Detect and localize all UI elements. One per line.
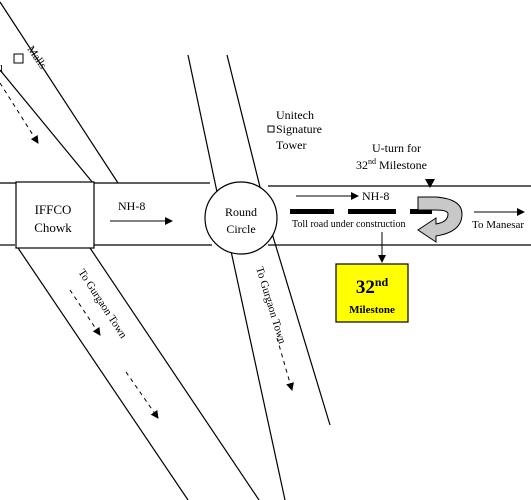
iffco-label-line2: Chowk bbox=[34, 220, 72, 235]
milestone-number: 32nd bbox=[356, 275, 389, 298]
gurgaon-town-label-left: To Gurgaon Town bbox=[75, 267, 129, 341]
toll-road-label: Toll road under construction bbox=[292, 219, 405, 230]
toll-road-segments bbox=[290, 209, 432, 214]
uturn-label-line2: 32nd Milestone bbox=[356, 157, 427, 172]
unitech-label-line2: Signature bbox=[276, 122, 322, 136]
direction-arrow-gurgaon-mid bbox=[276, 337, 294, 391]
unitech-label-line3: Tower bbox=[276, 138, 306, 152]
direction-arrow-upper-left bbox=[0, 82, 39, 144]
nh8-label-right: NH-8 bbox=[362, 189, 389, 203]
round-circle-label-line1: Round bbox=[225, 205, 257, 219]
uturn-pointer-icon bbox=[425, 179, 435, 188]
cut-off-label-fragment: l bbox=[0, 63, 3, 75]
direction-arrow-gurgaon-left-lower bbox=[125, 371, 159, 419]
malls-label: Malls bbox=[25, 44, 49, 71]
milestone-box bbox=[335, 263, 409, 323]
round-circle-diagonal-road bbox=[187, 54, 331, 500]
malls-marker-icon bbox=[13, 53, 24, 64]
milestone-word: Milestone bbox=[349, 304, 395, 316]
iffco-diagonal-road bbox=[0, 1, 260, 500]
iffco-chowk-box bbox=[15, 181, 95, 249]
round-circle bbox=[204, 181, 278, 255]
gurgaon-town-label-mid: To Gurgaon Town bbox=[253, 265, 288, 345]
to-manesar-label: To Manesar bbox=[472, 219, 524, 231]
direction-arrow-gurgaon-left bbox=[69, 289, 101, 336]
round-circle-label-line2: Circle bbox=[226, 222, 255, 236]
uturn-arrow-icon bbox=[417, 196, 463, 243]
uturn-label-line1: U-turn for bbox=[372, 141, 421, 155]
nh8-label-left: NH-8 bbox=[118, 199, 145, 213]
unitech-marker-icon bbox=[267, 125, 275, 133]
nh8-highway bbox=[0, 182, 531, 246]
iffco-label-line1: IFFCO bbox=[35, 202, 72, 217]
unitech-label-line1: Unitech bbox=[276, 108, 314, 122]
